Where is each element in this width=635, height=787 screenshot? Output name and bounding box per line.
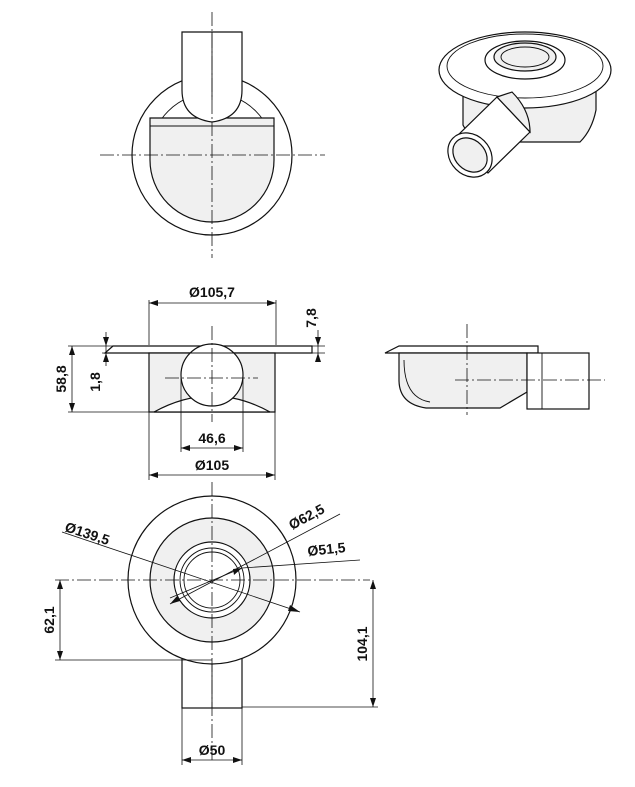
dim-arrow [181,445,190,451]
side-body [398,352,528,409]
dim-arrow [370,580,376,589]
iso-outlet-collar [495,91,531,134]
dim-arrow [266,472,275,478]
dim-arrow [69,403,75,412]
dim-arrow [57,651,63,660]
side-flange-plate [384,345,539,354]
leader-flange-diameter [61,531,301,613]
dim-center-to-flange: 62,1 [41,606,57,633]
iso-flange-rim [446,33,604,99]
leader-inner-ring-diameter [169,513,341,605]
dim-center-to-outlet-end: 104,1 [354,626,370,661]
front-elevation-view: Ø105,7 7,8 58,8 1,8 46,6 Ø105 [53,284,325,480]
dim-arrow [267,300,276,306]
dim-arrow [170,596,180,604]
dim-flange-thickness: 7,8 [303,308,319,328]
dim-grate-diameter: Ø51,5 [307,539,347,559]
dim-arrow [103,353,109,362]
dim-arrow [149,472,158,478]
dim-inner-ring-diameter: Ø62,5 [286,501,327,533]
isometric-view [438,31,612,178]
dim-arrow [370,698,376,707]
dim-arrow [288,605,300,612]
dim-arrow [182,757,191,763]
side-body-curve [403,359,431,403]
side-elevation-view [384,324,605,415]
iso-grate-opening [493,42,557,72]
dim-outlet-diameter: Ø50 [199,742,226,758]
dim-arrow [233,757,242,763]
side-outlet-pipe [526,352,590,410]
dim-arrow [315,337,321,346]
dim-top-width: Ø105,7 [189,284,235,300]
iso-outlet-bore [452,137,488,173]
dim-flange-diameter: Ø139,5 [63,519,112,548]
dim-outlet-offset: 46,6 [198,430,225,446]
dim-arrow [149,300,158,306]
top-plan-view [100,12,325,258]
dim-arrow [234,445,243,451]
dim-lip-height: 1,8 [87,372,103,392]
dim-arrow [233,568,242,575]
bottom-plan-view: Ø139,5 Ø62,5 Ø51,5 62,1 104,1 Ø50 [41,482,378,765]
dim-arrow [57,580,63,589]
leader-grate-diameter [241,559,361,569]
dim-body-width: Ø105 [195,457,229,473]
dim-arrow [69,346,75,355]
iso-thread-line [500,46,550,68]
leader-grate-diameter-inner [169,567,243,599]
dim-overall-height: 58,8 [53,365,69,392]
dim-arrow [315,353,321,362]
dim-arrow [103,337,109,346]
